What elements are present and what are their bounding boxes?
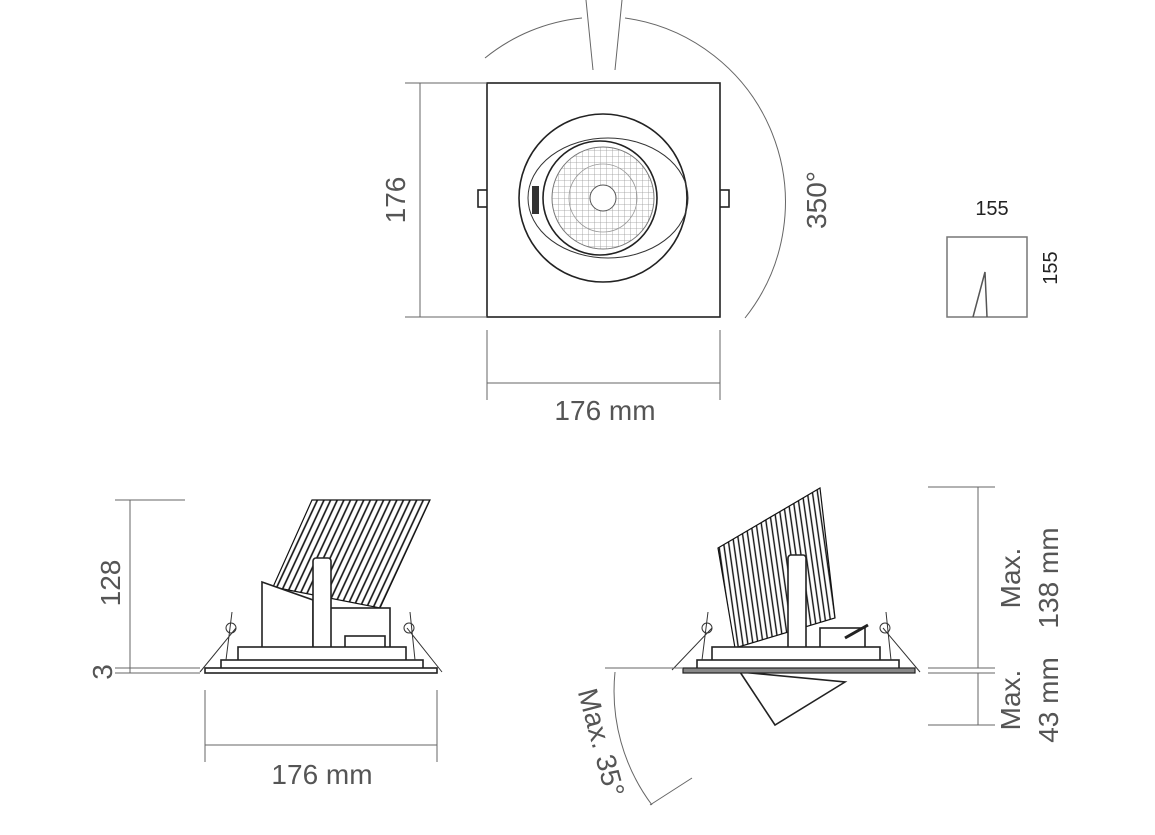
top-width-label: 176 mm	[554, 395, 655, 426]
mount-post-right	[787, 554, 807, 658]
cutout-height-label: 155	[1040, 251, 1062, 284]
cutout-width-label: 155	[975, 198, 1008, 220]
below-max-label: Max.	[995, 670, 1026, 731]
above-height-label: 138 mm	[1033, 527, 1064, 628]
left-width-label: 176 mm	[271, 759, 372, 790]
top-view: 176 176 mm 350°	[380, 0, 832, 426]
lens-center	[589, 184, 617, 212]
base-plate	[204, 667, 438, 674]
tilt-angle-label: Max. 35°	[572, 685, 631, 800]
side-view-left: 128 3 176 mm	[87, 499, 443, 790]
rotation-label: 350°	[801, 171, 832, 229]
logo	[532, 186, 539, 214]
side-view-right: Max. 138 mm Max. 43 mm Max. 35°	[572, 486, 1064, 806]
below-height-label: 43 mm	[1033, 657, 1064, 743]
base-plate-right	[682, 667, 916, 674]
above-max-label: Max.	[995, 548, 1026, 609]
mount-post	[312, 557, 332, 659]
gimbal-ring	[527, 137, 689, 259]
left-height-label: 128	[95, 560, 126, 607]
cutout-symbol: 155 155	[946, 198, 1062, 318]
heatsink	[272, 499, 431, 609]
top-height-label: 176	[380, 177, 411, 224]
trim-thickness-label: 3	[87, 664, 118, 680]
heatsink-tilted	[717, 487, 836, 649]
